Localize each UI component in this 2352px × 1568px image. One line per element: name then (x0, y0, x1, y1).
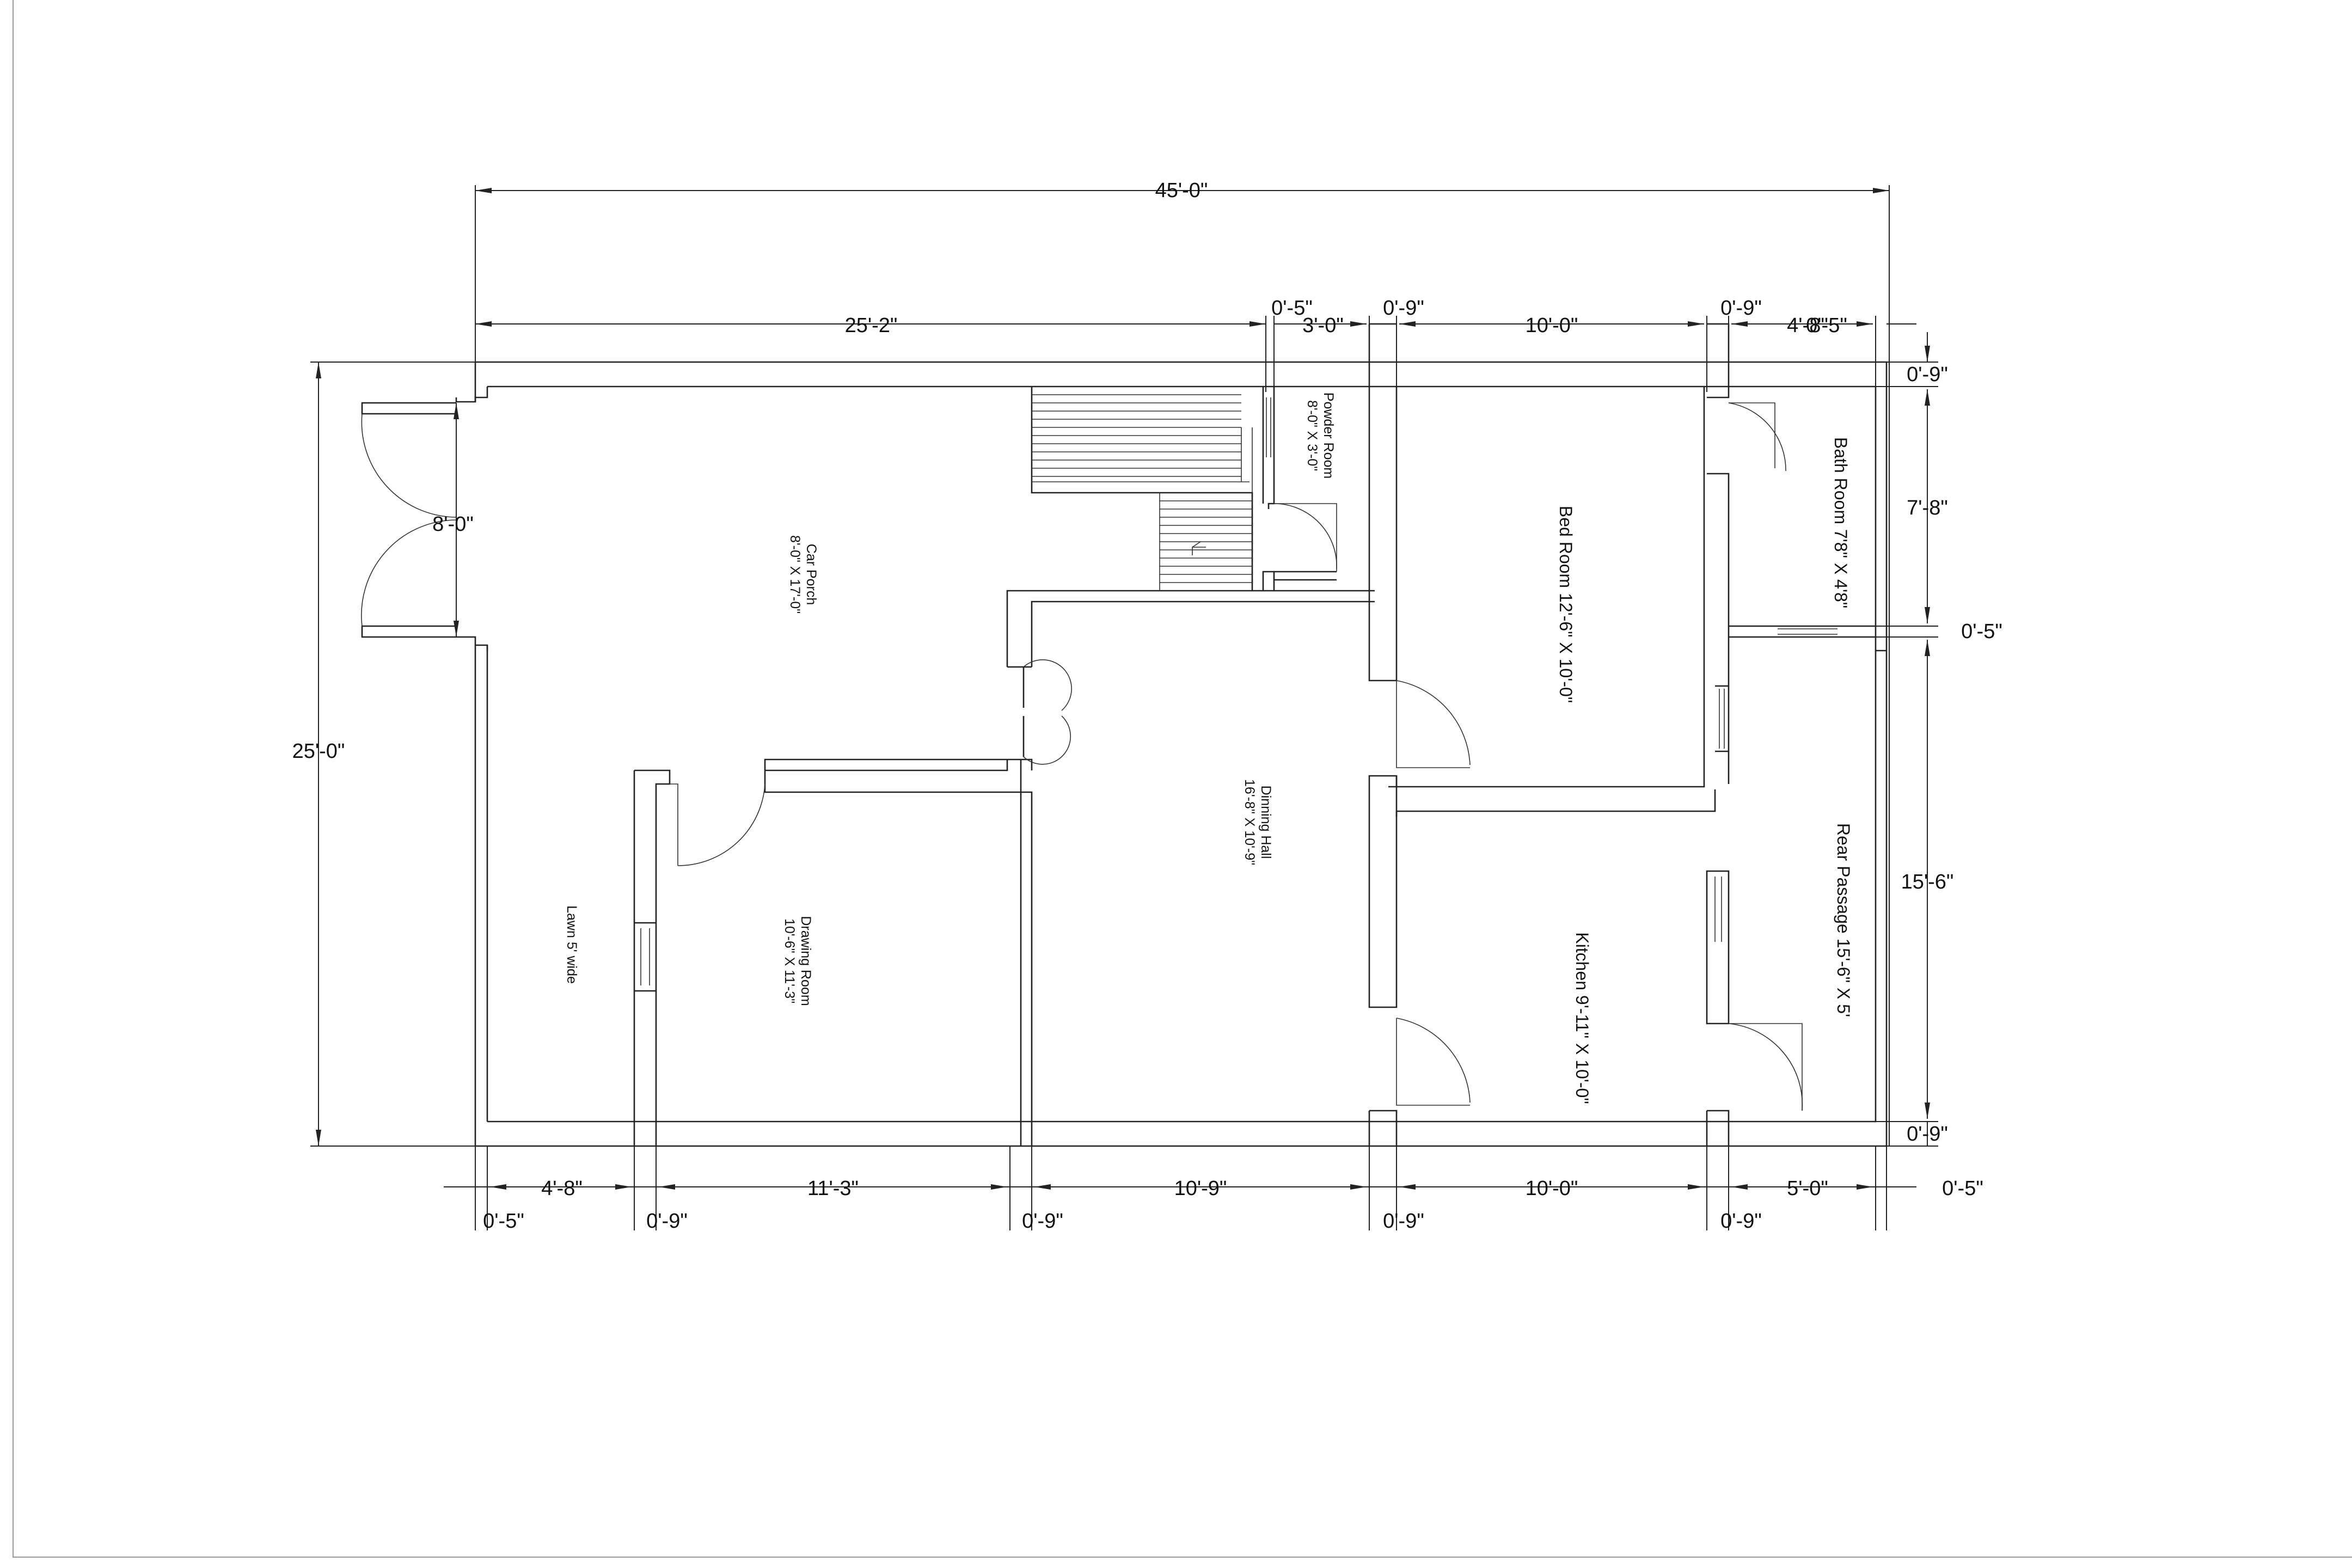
dim-top-powder: 3'-0" (1302, 314, 1344, 337)
powder-room-size: 8'-0" X 3'-0" (1304, 400, 1320, 471)
dim-top-bath: 4'-8" (1787, 314, 1828, 337)
room-labels: Car Porch 8'-0" X 17'-0" Powder Room 8'-… (564, 393, 1853, 1104)
dim-top-bed: 10'-0" (1526, 314, 1578, 337)
dimension-labels: 45'-0" 25'-2" 0'-5" 3'-0" 0'-9" 10'-0" 0… (292, 179, 2002, 1233)
dim-bottom-drawing: 11'-3" (807, 1177, 859, 1200)
dim-bottom-wall-4: 0'-9" (1383, 1210, 1424, 1233)
dim-bottom-wall-3: 0'-9" (1022, 1210, 1063, 1233)
dim-bottom-lawn: 4'-8" (541, 1177, 583, 1200)
doors (361, 402, 1803, 1111)
dim-bottom-wall-6: 0'-5" (1942, 1177, 1983, 1200)
dim-right-bath: 7'-8" (1907, 497, 1948, 519)
dim-bottom-passage: 5'-0" (1787, 1177, 1828, 1200)
drawing-room-name: Drawing Room (798, 916, 813, 1006)
car-porch-size: 8'-0" X 17'-0" (787, 535, 803, 614)
dim-right-passage: 15'-6" (1901, 871, 1954, 893)
walls (455, 323, 1888, 1147)
dim-bottom-wall-1: 0'-5" (483, 1210, 524, 1233)
dim-overall-width: 45'-0" (1155, 179, 1208, 202)
dim-gate: 8'-0" (432, 513, 474, 536)
drawing-room-size: 10'-6" X 11'-3" (782, 918, 797, 1003)
dining-hall-size: 16'-8" X 10'-9" (1242, 779, 1257, 865)
bath-room-label: Bath Room 7'8" X 4'8" (1831, 437, 1851, 608)
dim-overall-depth: 25'-0" (292, 740, 345, 763)
dimension-lines (310, 185, 1938, 1230)
dim-top-wall-1: 0'-5" (1271, 297, 1313, 320)
dim-bottom-wall-5: 0'-9" (1720, 1210, 1762, 1233)
dim-top-wall-2: 0'-9" (1383, 297, 1424, 320)
dim-top-wall-4: 0'-5" (1806, 314, 1847, 337)
staircase (1031, 387, 1253, 591)
sheet-border (13, 0, 2352, 1558)
dim-top-porch: 25'-2" (845, 314, 898, 337)
bed-room-label: Bed Room 12'-6" X 10'-0" (1556, 506, 1576, 703)
dim-top-wall-3: 0'-9" (1720, 297, 1762, 320)
dining-hall-name: Dinning Hall (1258, 786, 1273, 859)
dim-bottom-wall-2: 0'-9" (646, 1210, 688, 1233)
rear-passage-label: Rear Passage 15'-6" X 5' (1834, 823, 1853, 1017)
car-porch-name: Car Porch (804, 544, 819, 605)
dim-bottom-kitchen: 10'-0" (1526, 1177, 1578, 1200)
dim-bottom-dining: 10'-9" (1174, 1177, 1227, 1200)
dim-right-wall-mid: 0'-5" (1961, 620, 2002, 643)
kitchen-label: Kitchen 9'-11" X 10'-0" (1572, 932, 1592, 1104)
dim-right-wall-top: 0'-9" (1907, 363, 1948, 386)
dim-right-wall-bottom: 0'-9" (1907, 1123, 1948, 1146)
lawn-label: Lawn 5' wide (564, 905, 579, 984)
powder-room-name: Powder Room (1321, 393, 1336, 479)
